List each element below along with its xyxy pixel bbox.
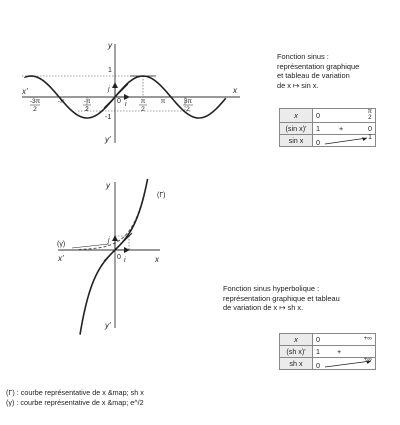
sinh-gamma-label: (Γ) [157,192,166,199]
sinh-description: Fonction sinus hyperbolique : représenta… [223,284,340,313]
sine-desc-line1: Fonction sinus : [277,52,329,61]
sine-description: Fonction sinus : représentation graphiqu… [277,52,359,90]
sinh-func-start: 0 [316,361,320,370]
sinh-i-label: i [124,257,126,264]
sinh-x-start: 0 [316,335,320,344]
sine-table-x-header: x [279,108,313,123]
sine-y-label: y [107,41,113,50]
sine-j-label: j [107,86,110,93]
svg-text:π: π [161,98,166,105]
sinh-desc-line2: représentation graphique et tableau [223,293,340,303]
sinh-tangent [103,232,133,262]
svg-text:-3π: -3π [30,98,41,105]
sinh-gamma-pointer [71,243,110,249]
tick-neg-3pi-2: -3π 2 [30,98,41,113]
sinh-x-label: x [154,255,160,264]
sine-x-start: 0 [316,111,320,120]
sinh-func-end: +∞ [363,356,372,363]
svg-text:-π: -π [58,98,65,105]
sinh-deriv-start: 1 [316,347,320,356]
sinh-desc-line3: de variation de x ↦ sh x. [223,303,304,313]
sine-tick-labels: -3π 2 -π -π 2 π 2 π 3π 2 [30,98,193,113]
sinh-j-label: j [107,237,110,244]
tick-pi: π [161,98,166,105]
svg-text:2: 2 [33,106,37,113]
sine-yprime-label: y' [104,135,111,144]
sine-tangent [103,83,129,109]
curve-legend: (Γ) : courbe représentative de x &map; s… [6,388,144,407]
sine-deriv-end: 0 [368,124,372,133]
tick-neg-pi-2: -π 2 [83,98,91,113]
legend-gamma-small: (γ) : courbe représentative de x &map; e… [6,397,144,407]
sine-table-row-deriv: (sin x)' 1 + 0 [279,122,376,135]
sine-desc-line3: et tableau de variation [277,71,350,81]
sinh-table-deriv-header: (sh x)' [279,345,313,358]
sinh-exp-half-curve [78,179,148,250]
sinh-guide-lines [115,235,130,250]
tick-pi-2: π 2 [139,98,147,113]
sinh-desc-line1: Fonction sinus hyperbolique : [223,284,320,293]
sine-deriv-sign: + [339,124,344,133]
tick-neg-pi: -π [58,98,65,105]
sinh-table-func-values: 0 +∞ [312,356,376,370]
sine-origin-label: 0 [117,98,121,105]
sinh-table-row-x: x 0 +∞ [279,333,376,346]
sine-increase-arrow [325,137,368,145]
sinh-table-x-values: 0 +∞ [312,333,376,346]
sinh-deriv-sign: + [337,347,342,356]
sine-one-label: 1 [108,67,112,74]
sinh-table-x-header: x [279,333,313,346]
sinh-x-end: +∞ [363,335,372,342]
sinh-curve [79,178,149,335]
sinh-gamma-prime-label: (γ) [57,241,65,248]
svg-text:2: 2 [186,106,190,113]
sinh-origin-label: 0 [117,254,121,261]
svg-text:2: 2 [85,106,89,113]
svg-text:π: π [141,98,146,105]
sine-deriv-start: 1 [316,124,320,133]
sine-xprime-label: x' [21,87,28,96]
sine-table-deriv-header: (sin x)' [279,122,313,135]
sine-table-func-header: sin x [279,134,313,147]
sinh-table-func-header: sh x [279,357,313,370]
legend-gamma: (Γ) : courbe représentative de x &map; s… [6,388,144,397]
sine-desc-line2: représentation graphique [277,61,360,71]
sinh-y-label: y [105,181,111,190]
sine-minus-one-label: -1 [105,114,111,121]
sinh-xprime-label: x' [57,254,64,263]
sinh-variation-table: x 0 +∞ (sh x)' 1 + sh x 0 +∞ [279,333,376,370]
sine-i-label: i [125,101,127,108]
svg-text:-π: -π [84,98,91,105]
tick-3pi-2: 3π 2 [183,98,193,113]
sine-graph: y y' x x' 1 -1 0 i j -3π 2 -π -π 2 π 2 π… [21,41,240,144]
sine-curve [25,75,227,119]
sine-x-label: x [232,86,238,95]
sine-table-row-func: sin x 0 1 [279,132,376,147]
sine-curve-dashed [23,76,26,79]
sinh-table-row-func: sh x 0 +∞ [279,356,376,370]
svg-text:2: 2 [141,106,145,113]
sinh-table-row-deriv: (sh x)' 1 + [279,345,376,358]
sine-desc-line4: de x ↦ sin x. [277,80,319,90]
sine-func-start: 0 [316,138,320,147]
sinh-yprime-label: y' [104,321,111,330]
sine-table-deriv-values: 1 + 0 [312,122,376,135]
sine-func-end: 1 [368,132,372,141]
sinh-increase-arrow [325,360,372,368]
sine-table-func-values: 0 1 [312,132,376,147]
sinh-graph: (Γ) (γ) y y' x x' 0 i j [57,178,166,335]
svg-text:3π: 3π [184,98,193,105]
